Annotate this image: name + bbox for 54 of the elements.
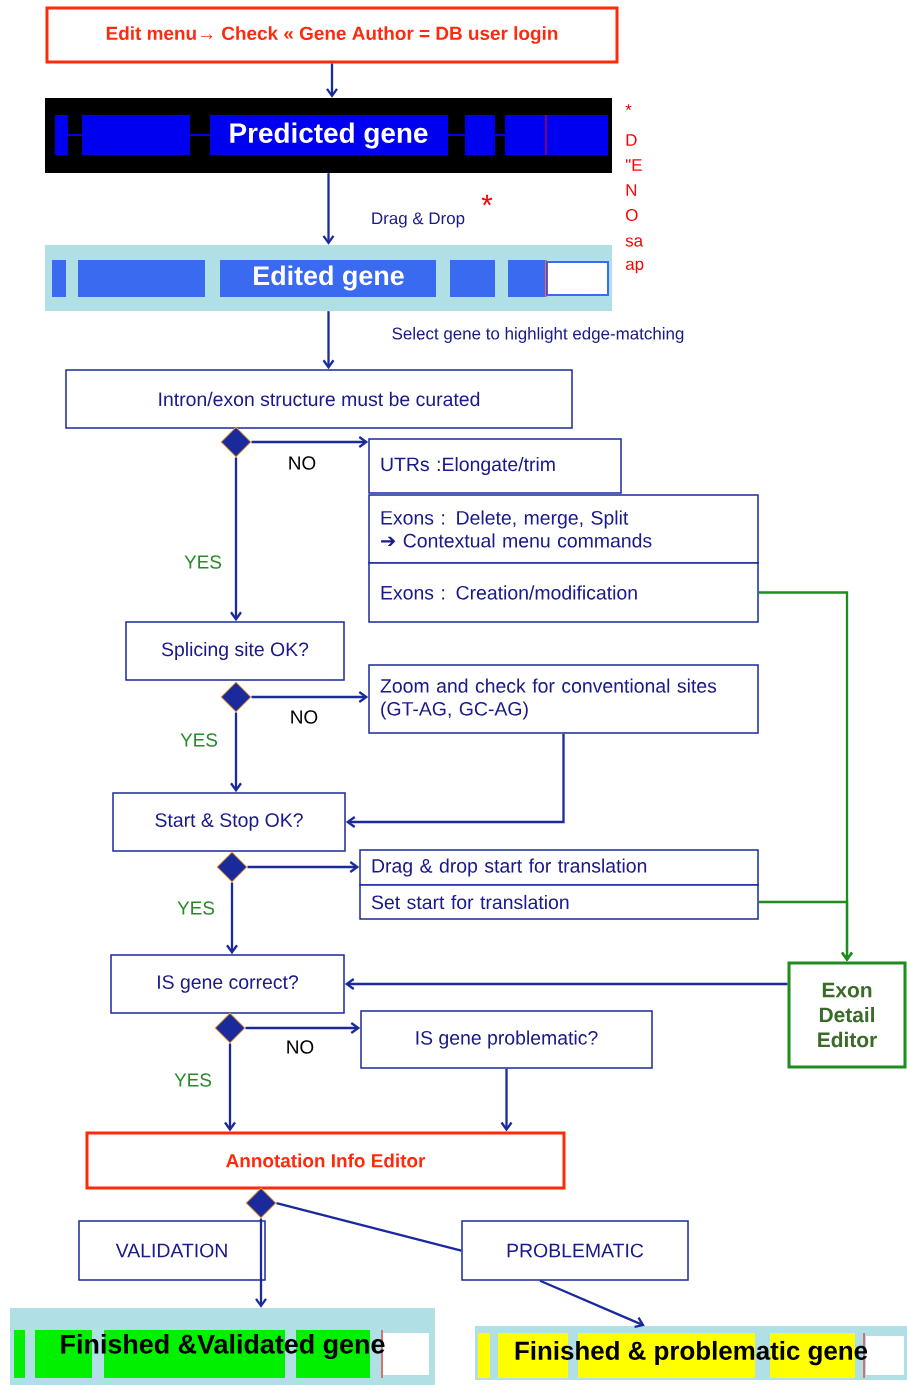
gene-track: Edited gene bbox=[45, 245, 612, 311]
decision-box: Splicing site OK? bbox=[125, 621, 345, 681]
arrow bbox=[224, 1043, 236, 1132]
arrow bbox=[322, 311, 335, 370]
arrow bbox=[500, 1068, 513, 1132]
process-box: Zoom and check for conventional sites (GT-AG, GC-AG) bbox=[368, 664, 759, 734]
status-box: PROBLEMATIC bbox=[461, 1220, 689, 1281]
arrow bbox=[344, 978, 788, 990]
note-text: sa bbox=[625, 237, 644, 247]
arrow bbox=[230, 457, 242, 622]
arrow bbox=[247, 861, 360, 873]
edge-label: NO bbox=[286, 455, 318, 471]
arrow bbox=[322, 173, 335, 245]
decision-diamond bbox=[216, 851, 248, 883]
arrow bbox=[251, 691, 369, 703]
arrow bbox=[226, 882, 238, 955]
instruction-box: Edit menu→ Check « Gene Author = DB user login bbox=[45, 6, 619, 64]
decision-diamond bbox=[220, 426, 252, 458]
edge-label: YES bbox=[176, 900, 216, 916]
arrow bbox=[326, 63, 338, 98]
process-box: Exons : Creation/modification bbox=[368, 562, 759, 623]
arrow bbox=[345, 733, 565, 828]
process-box: UTRs :Elongate/trim bbox=[368, 438, 622, 494]
edge-label: YES bbox=[183, 554, 223, 570]
process-box: Set start for translation bbox=[359, 884, 759, 920]
edge-label: NO bbox=[284, 1039, 316, 1055]
arrow bbox=[245, 1022, 361, 1034]
note-text: O bbox=[626, 209, 638, 221]
arrow bbox=[758, 900, 853, 962]
process-box: Exons : Delete, merge, Split ➔ Contextual menu commands bbox=[368, 494, 759, 564]
edge-label: Select gene to highlight edge-matching bbox=[390, 326, 686, 344]
editor-box: Annotation Info Editor bbox=[85, 1131, 566, 1190]
note-text: N bbox=[626, 184, 637, 196]
gene-track: Predicted gene bbox=[45, 98, 612, 173]
note-text: * bbox=[481, 194, 493, 206]
arrow bbox=[255, 1218, 267, 1308]
process-box: Intron/exon structure must be curated bbox=[65, 369, 573, 429]
edge-label: Drag & Drop bbox=[369, 211, 467, 229]
edge-label: YES bbox=[179, 732, 219, 748]
decision-diamond bbox=[220, 681, 252, 713]
decision-diamond bbox=[245, 1187, 277, 1219]
status-box: VALIDATION bbox=[78, 1220, 266, 1281]
process-box: Drag & drop start for translation bbox=[359, 849, 759, 886]
edge-label: NO bbox=[288, 709, 320, 725]
decision-box: Start & Stop OK? bbox=[112, 792, 346, 852]
editor-box: Exon Detail Editor bbox=[787, 961, 907, 1069]
edge-label: YES bbox=[173, 1072, 213, 1088]
arrow bbox=[539, 1279, 645, 1328]
arrow bbox=[251, 436, 369, 448]
decision-diamond bbox=[214, 1012, 246, 1044]
arrow bbox=[230, 712, 242, 793]
decision-box: IS gene correct? bbox=[110, 954, 345, 1014]
decision-box: IS gene problematic? bbox=[360, 1010, 653, 1069]
note-text: * bbox=[625, 104, 632, 111]
